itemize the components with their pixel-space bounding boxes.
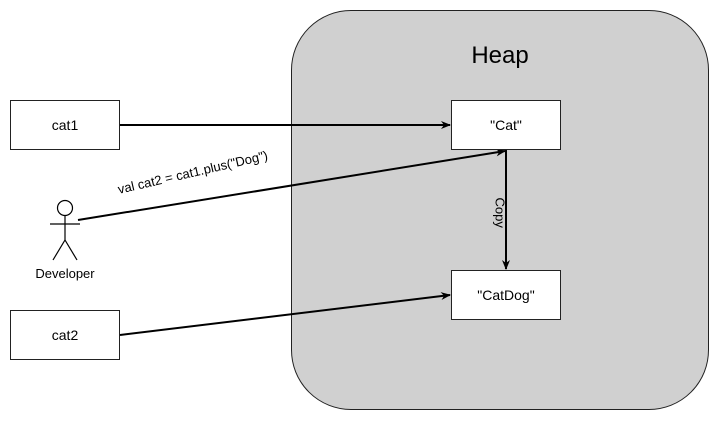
variable-cat2-label: cat2: [51, 327, 79, 343]
variable-cat1-label: cat1: [51, 117, 79, 133]
heap-title: Heap: [471, 42, 529, 69]
heap-region: [291, 10, 709, 410]
arrow-cat2-to-catdog: [119, 292, 451, 336]
heap-object-catdog-label: "CatDog": [477, 287, 535, 303]
developer-actor-icon: [50, 199, 80, 261]
copy-edge-label: Copy: [492, 197, 508, 228]
developer-label: Developer: [35, 266, 95, 281]
heap-object-cat-label: "Cat": [490, 117, 522, 133]
heap-object-catdog: "CatDog": [451, 270, 561, 320]
arrow-developer-to-cat: [77, 148, 506, 221]
variable-cat2: cat2: [10, 310, 120, 360]
heap-object-cat: "Cat": [451, 100, 561, 150]
variable-cat1: cat1: [10, 100, 120, 150]
